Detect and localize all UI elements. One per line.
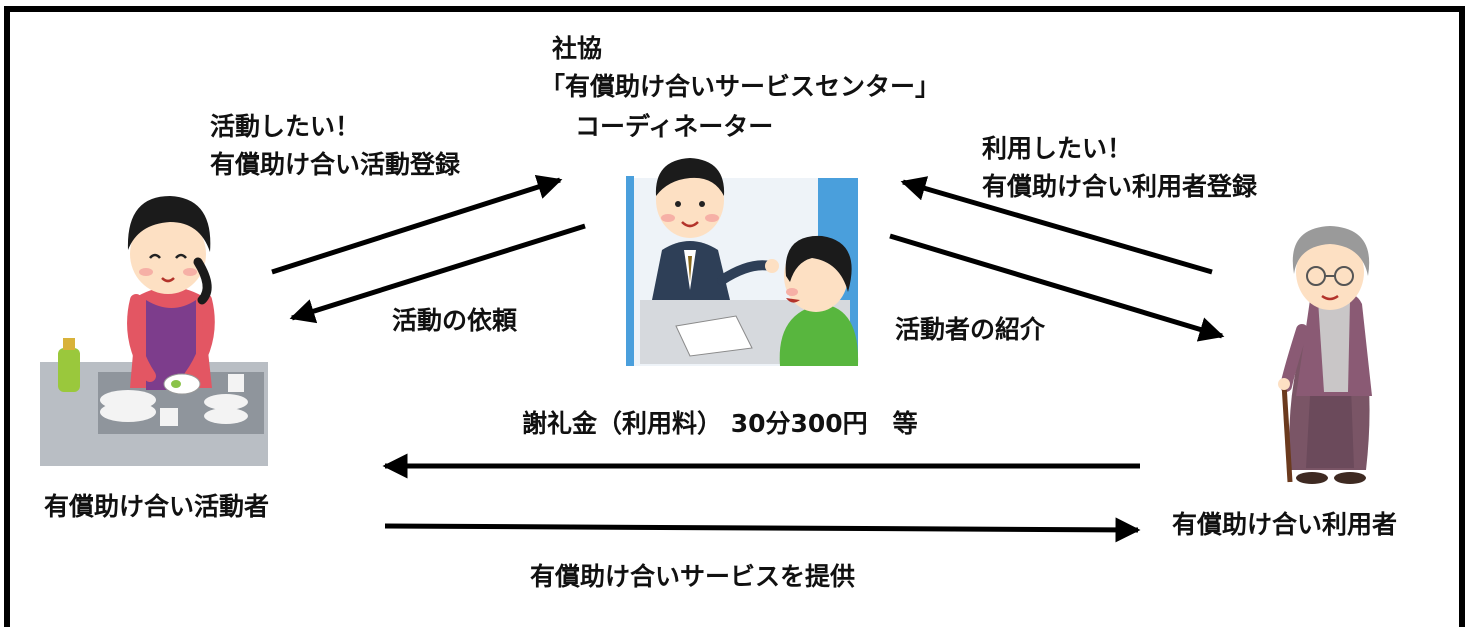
user-register-line2: 有償助け合い利用者登録	[982, 172, 1258, 201]
activity-request-label: 活動の依頼	[392, 306, 518, 335]
worker-register-line1: 活動したい！	[210, 112, 361, 141]
user-actor-label: 有償助け合い利用者	[1172, 510, 1398, 539]
worker-introduction-label: 活動者の紹介	[895, 315, 1046, 344]
arrow-worker-register	[271, 174, 563, 275]
coordinator-label: コーディネーター	[575, 112, 774, 141]
worker-register-line2: 有償助け合い活動登録	[210, 150, 461, 179]
user-register-line1: 利用したい！	[982, 134, 1133, 163]
arrow-service-provision	[384, 517, 1141, 543]
fee-label: 謝礼金（利用料） 30分300円 等	[522, 409, 918, 438]
diagram-frame	[4, 6, 1465, 627]
center-org-label: 社協	[552, 34, 603, 63]
service-provision-label: 有償助け合いサービスを提供	[530, 562, 856, 591]
arrow-worker-introduction	[889, 233, 1225, 342]
arrow-activity-request	[289, 223, 586, 324]
arrow-user-register	[900, 176, 1213, 275]
worker-actor-label: 有償助け合い活動者	[44, 492, 270, 521]
service-center-label: 「有償助け合いサービスセンター」	[540, 72, 941, 101]
